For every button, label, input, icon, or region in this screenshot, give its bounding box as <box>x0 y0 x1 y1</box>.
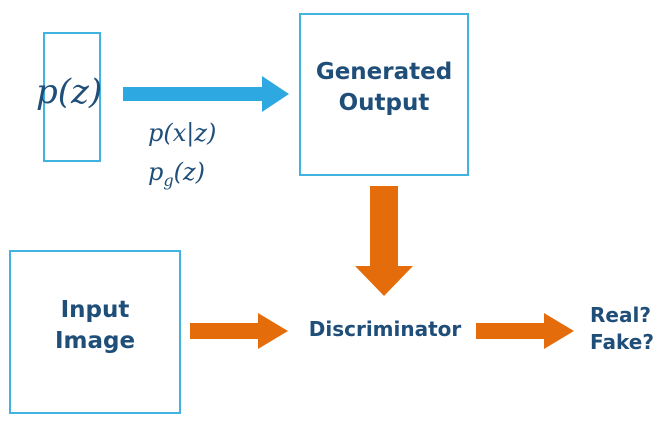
generated-output-line2: Output <box>338 90 430 117</box>
result-real: Real? <box>590 303 651 327</box>
input-image-box <box>9 250 181 414</box>
input-image-line1: Input <box>60 297 130 323</box>
input-image-label: Input Image <box>9 295 181 357</box>
conditional-distribution-label: p(x|z) <box>148 119 217 147</box>
down-arrow-shape <box>355 186 413 296</box>
blue-arrow-shape <box>123 76 289 112</box>
generator-dist-arg: (z) <box>173 158 205 186</box>
generated-output-label: Generated Output <box>299 57 469 119</box>
generator-dist-subscript: g <box>163 170 174 190</box>
generator-dist-base: p <box>148 158 164 186</box>
generated-output-box <box>299 13 469 176</box>
discriminator-label: Discriminator <box>308 317 462 341</box>
latent-label: p(z) <box>36 72 103 112</box>
generated-output-line1: Generated <box>315 59 453 85</box>
result-fake: Fake? <box>590 330 654 354</box>
input-image-line2: Image <box>54 328 136 355</box>
generator-distribution-label: pg(z) <box>148 160 205 189</box>
result-arrow-shape <box>476 313 574 349</box>
latent-box <box>43 32 101 162</box>
result-label: Real? Fake? <box>590 302 666 356</box>
input-arrow-shape <box>190 313 288 349</box>
